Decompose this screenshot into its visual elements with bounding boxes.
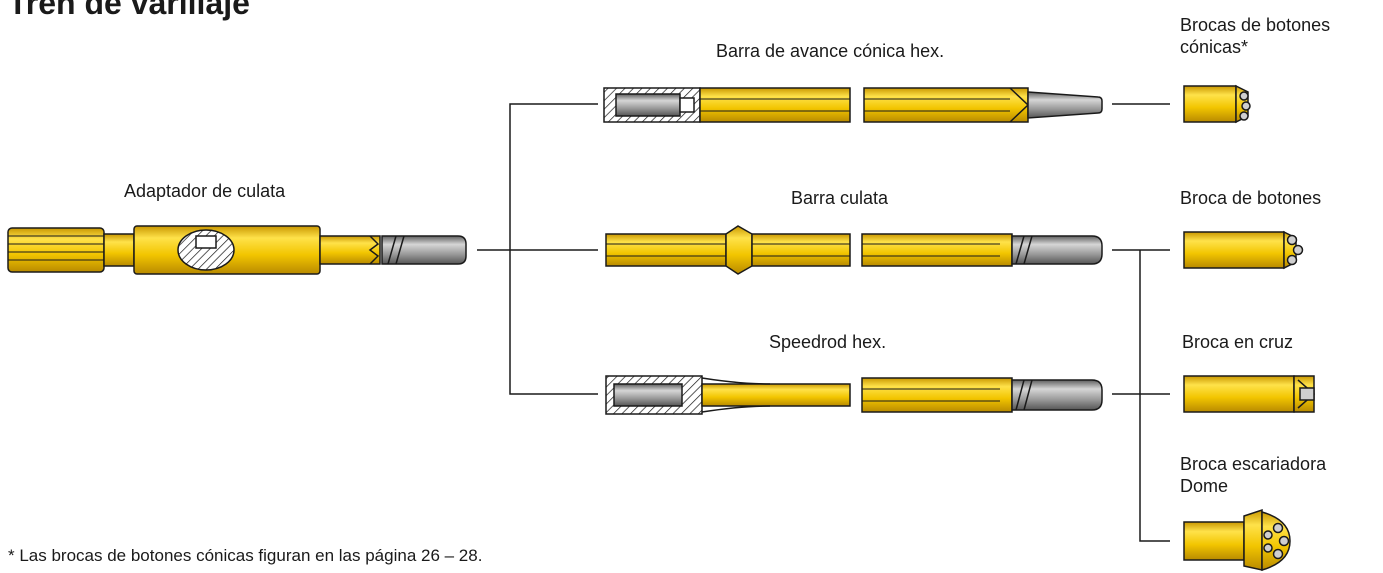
tapered-button-bit-drawing <box>1183 84 1251 124</box>
connector-lines <box>477 103 1170 542</box>
reaming-dome-bit-drawing <box>1183 508 1291 571</box>
speedrod-drawing <box>605 375 1103 415</box>
shank-rod-drawing <box>605 225 1103 275</box>
reaming-bit-label-1: Broca escariadora <box>1180 454 1327 474</box>
shank-adapter-label: Adaptador de culata <box>124 181 286 201</box>
button-bit-drawing <box>1183 230 1304 270</box>
button-bit-label: Broca de botones <box>1180 188 1322 208</box>
cross-bit-label: Broca en cruz <box>1182 332 1294 352</box>
tapered-hex-rod-drawing <box>603 87 1103 123</box>
tapered-button-bit-label-2: cónicas* <box>1180 37 1249 57</box>
cross-bit-drawing <box>1183 375 1316 413</box>
tapered-button-bit-label-1: Brocas de botones <box>1180 15 1331 35</box>
page-title: Tren de varillaje <box>8 0 250 21</box>
shank-adapter-drawing <box>7 225 467 275</box>
footnote: * Las brocas de botones cónicas figuran … <box>8 546 483 565</box>
reaming-bit-label-2: Dome <box>1180 476 1229 496</box>
shank-rod-label: Barra culata <box>791 188 889 208</box>
tapered-hex-rod-label: Barra de avance cónica hex. <box>716 41 945 61</box>
speedrod-label: Speedrod hex. <box>769 332 887 352</box>
